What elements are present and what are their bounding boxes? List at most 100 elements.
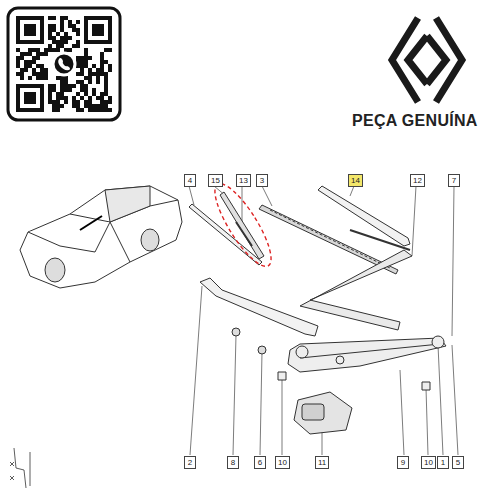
callout-number: 4 xyxy=(184,174,196,187)
qr-module xyxy=(108,64,112,68)
qr-module xyxy=(60,40,64,44)
qr-module xyxy=(68,36,72,40)
callout-number: 10 xyxy=(421,456,436,469)
qr-module xyxy=(60,76,64,80)
qr-module xyxy=(100,72,104,76)
qr-module xyxy=(104,84,108,88)
qr-module xyxy=(96,96,100,100)
qr-module xyxy=(52,28,56,32)
qr-module xyxy=(80,88,84,92)
qr-module xyxy=(64,16,68,20)
qr-module xyxy=(84,84,88,88)
qr-module xyxy=(24,60,28,64)
qr-module xyxy=(80,80,84,84)
callout-number: 11 xyxy=(315,456,329,469)
bracket-icon xyxy=(10,448,30,488)
qr-module xyxy=(44,48,48,52)
qr-module xyxy=(24,68,28,72)
qr-module xyxy=(72,24,76,28)
qr-module xyxy=(64,48,68,52)
qr-module xyxy=(68,84,72,88)
qr-module xyxy=(92,104,96,108)
genuine-part-title: PEÇA GENUÍNA xyxy=(352,112,478,130)
qr-module xyxy=(48,100,52,104)
qr-module xyxy=(28,76,32,80)
linkage xyxy=(232,328,446,434)
qr-module xyxy=(20,88,40,108)
qr-module xyxy=(64,76,68,80)
qr-module xyxy=(16,72,20,76)
qr-module xyxy=(16,64,20,68)
qr-module xyxy=(76,92,80,96)
callout-number: 14 xyxy=(348,174,363,187)
qr-module xyxy=(84,76,88,80)
qr-module xyxy=(104,104,108,108)
qr-module xyxy=(72,44,76,48)
qr-module xyxy=(92,72,96,76)
qr-module xyxy=(76,64,80,68)
qr-module xyxy=(60,80,64,84)
qr-module xyxy=(56,100,60,104)
callout-number: 15 xyxy=(208,174,223,187)
qr-module xyxy=(76,20,80,24)
qr-module xyxy=(52,36,56,40)
qr-module xyxy=(32,72,36,76)
qr-module xyxy=(84,16,112,44)
qr-module xyxy=(76,108,80,112)
qr-module xyxy=(100,104,104,108)
qr-module xyxy=(44,76,48,80)
callout-number: 9 xyxy=(397,456,409,469)
qr-module xyxy=(80,96,84,100)
highlight-ellipse xyxy=(206,177,281,273)
qr-module xyxy=(100,92,104,96)
qr-module xyxy=(88,76,92,80)
qr-module xyxy=(52,108,56,112)
qr-module xyxy=(92,108,96,112)
qr-module xyxy=(84,100,88,104)
qr-module xyxy=(76,100,80,104)
qr-module xyxy=(104,88,108,92)
qr-module xyxy=(88,68,92,72)
qr-module xyxy=(60,92,64,96)
qr-module xyxy=(24,64,28,68)
car xyxy=(20,186,182,288)
qr-module xyxy=(60,16,64,20)
wiper-parts xyxy=(189,186,412,336)
qr-module xyxy=(60,44,64,48)
qr-module xyxy=(36,52,40,56)
qr-module xyxy=(40,52,44,56)
qr-module xyxy=(52,48,56,52)
qr-module xyxy=(104,108,108,112)
qr-module xyxy=(68,24,72,28)
callout-number: 2 xyxy=(184,456,196,469)
qr-module xyxy=(64,80,68,84)
qr-module xyxy=(16,84,44,112)
leader-lines xyxy=(189,186,458,455)
qr-module xyxy=(36,72,40,76)
qr-module xyxy=(88,72,92,76)
qr-module xyxy=(76,80,80,84)
qr-module xyxy=(92,92,96,96)
qr-module xyxy=(28,52,32,56)
qr-module xyxy=(60,36,64,40)
qr-module xyxy=(108,96,112,100)
qr-module xyxy=(108,100,112,104)
qr-module xyxy=(32,60,36,64)
qr-module xyxy=(84,64,88,68)
qr-module xyxy=(48,84,52,88)
callout-number: 1 xyxy=(437,456,449,469)
qr-module xyxy=(32,56,36,60)
callout-number: 3 xyxy=(256,174,268,187)
qr-module xyxy=(48,16,52,20)
qr-module xyxy=(28,48,32,52)
qr-module xyxy=(60,20,64,24)
qr-module xyxy=(92,64,96,68)
qr-module xyxy=(56,96,60,100)
qr-module xyxy=(48,96,52,100)
qr-module xyxy=(72,100,76,104)
qr-module xyxy=(76,104,80,108)
qr-module xyxy=(84,60,88,64)
qr-module xyxy=(44,52,48,56)
qr-module xyxy=(52,84,56,88)
